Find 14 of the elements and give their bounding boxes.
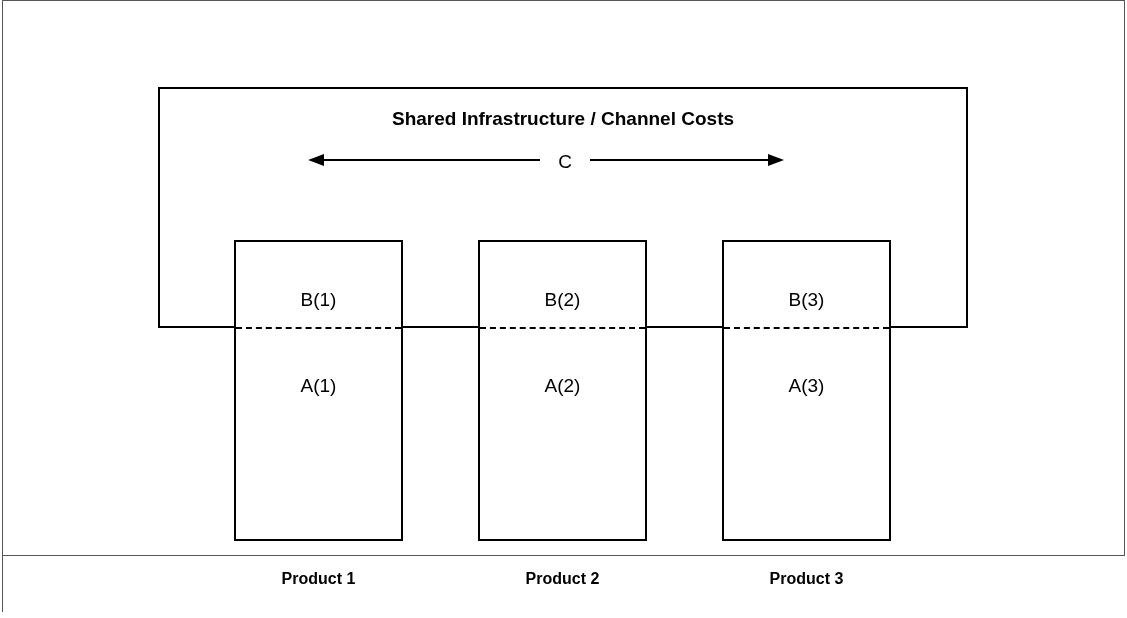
cost-label: C [557, 150, 573, 174]
cost-label: A(3) [787, 374, 826, 398]
product-label: Product 2 [524, 569, 601, 589]
product-box [478, 240, 647, 541]
cost-label: A(2) [543, 374, 582, 398]
box-heading: Shared Infrastructure / Channel Costs [390, 107, 736, 131]
product-label: Product 3 [768, 569, 845, 589]
cost-label: A(1) [299, 374, 338, 398]
cost-label: B(3) [787, 288, 826, 312]
product-label: Product 1 [280, 569, 357, 589]
product-box [722, 240, 891, 541]
cost-label: B(1) [299, 288, 338, 312]
cost-label: B(2) [543, 288, 582, 312]
product-box [234, 240, 403, 541]
